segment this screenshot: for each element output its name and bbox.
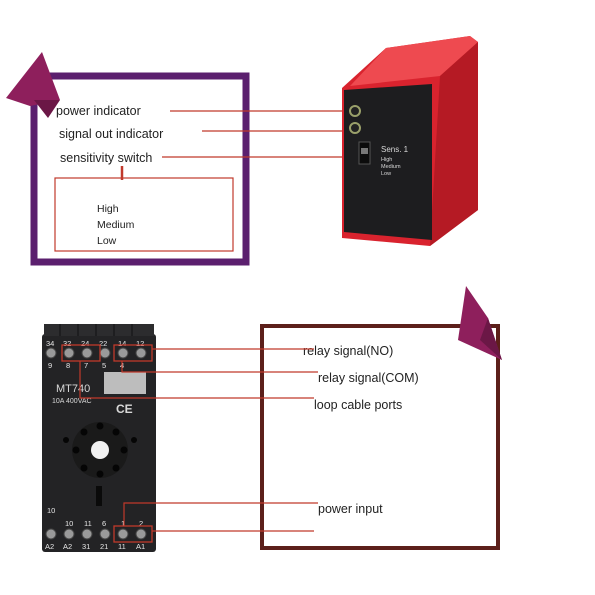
sensitivity-levels-box	[54, 177, 234, 252]
top-label-panel: power indicator signal out indicator sen…	[6, 52, 365, 266]
sensitivity-switch-knob	[361, 148, 368, 154]
top-screw-row	[45, 347, 147, 359]
relay-rating: 10A 400VAC	[52, 398, 92, 405]
level-high: High	[97, 203, 119, 215]
relay-wiring	[61, 344, 318, 543]
terminal-11: 11	[118, 542, 126, 551]
terminal-31: 31	[82, 542, 90, 551]
clip-slot	[96, 486, 102, 506]
terminal-21: 21	[100, 542, 108, 551]
power-input-label: power input	[318, 502, 383, 516]
bottom-sub-10a: 10	[47, 506, 55, 515]
relay-com-line	[121, 361, 318, 373]
loop-ports-highlight	[61, 344, 101, 362]
bottom-sub-6: 6	[102, 519, 106, 528]
terminal-12: 12	[136, 339, 144, 348]
sensitivity-switch-label: sensitivity switch	[60, 151, 152, 165]
top-sub-9: 9	[48, 361, 52, 370]
power-terminals-highlight	[113, 525, 153, 543]
terminal-14: 14	[118, 339, 126, 348]
brown-frame	[260, 324, 500, 550]
device-top	[350, 36, 478, 86]
relay-top-rail	[44, 324, 154, 336]
level-medium: Medium	[97, 219, 135, 231]
top-sub-8: 8	[66, 361, 70, 370]
terminal-24: 24	[81, 339, 89, 348]
top-sub-7: 7	[84, 361, 88, 370]
power-led-icon	[349, 105, 361, 117]
relay-socket-base: 34 32 24 22 14 12 9 8 7 5 4 MT740 10A 40…	[42, 324, 156, 552]
relay-no-label: relay signal(NO)	[303, 344, 393, 358]
terminal-22: 22	[99, 339, 107, 348]
ce-mark: CE	[116, 402, 133, 416]
power-input-line	[123, 502, 318, 526]
terminal-a1: A1	[136, 542, 145, 551]
switch-level-medium: Medium	[381, 164, 401, 170]
relay-label-plate	[104, 372, 146, 394]
top-corner-ribbon	[6, 52, 60, 106]
bottom-label-panel: relay signal(NO) relay signal(COM) loop …	[260, 286, 502, 550]
power-indicator-label: power indicator	[56, 104, 141, 118]
terminal-a2-left: A2	[45, 542, 54, 551]
signal-led-icon	[349, 122, 361, 134]
device-side	[430, 42, 478, 246]
purple-frame	[30, 72, 250, 266]
loop-ports-line	[79, 361, 314, 399]
relay-terminals-highlight	[113, 344, 153, 362]
relay-model: MT740	[56, 383, 90, 395]
bottom-sub-11: 11	[84, 519, 92, 528]
terminal-34: 34	[46, 339, 54, 348]
vehicle-detector-device: Sens. 1 High Medium Low	[342, 36, 478, 246]
bottom-sub-10b: 10	[65, 519, 73, 528]
terminal-a2-right: A2	[63, 542, 72, 551]
bottom-sub-2: 2	[139, 519, 143, 528]
switch-title: Sens. 1	[381, 145, 409, 154]
relay-com-label: relay signal(COM)	[318, 371, 419, 385]
bottom-sub-1: 1	[121, 519, 125, 528]
bottom-corner-ribbon-fold	[480, 318, 502, 360]
switch-level-low: Low	[381, 171, 391, 177]
bottom-screw-row	[45, 528, 147, 540]
level-low: Low	[97, 235, 117, 247]
terminal-32: 32	[63, 339, 71, 348]
device-front-panel	[344, 84, 432, 240]
switch-level-high: High	[381, 157, 392, 163]
relay-socket-holes	[63, 422, 137, 478]
loop-ports-label: loop cable ports	[314, 398, 402, 412]
signal-out-indicator-label: signal out indicator	[59, 127, 163, 141]
top-sub-5: 5	[102, 361, 106, 370]
center-key-hole	[91, 441, 109, 459]
top-corner-ribbon-fold	[34, 100, 60, 118]
